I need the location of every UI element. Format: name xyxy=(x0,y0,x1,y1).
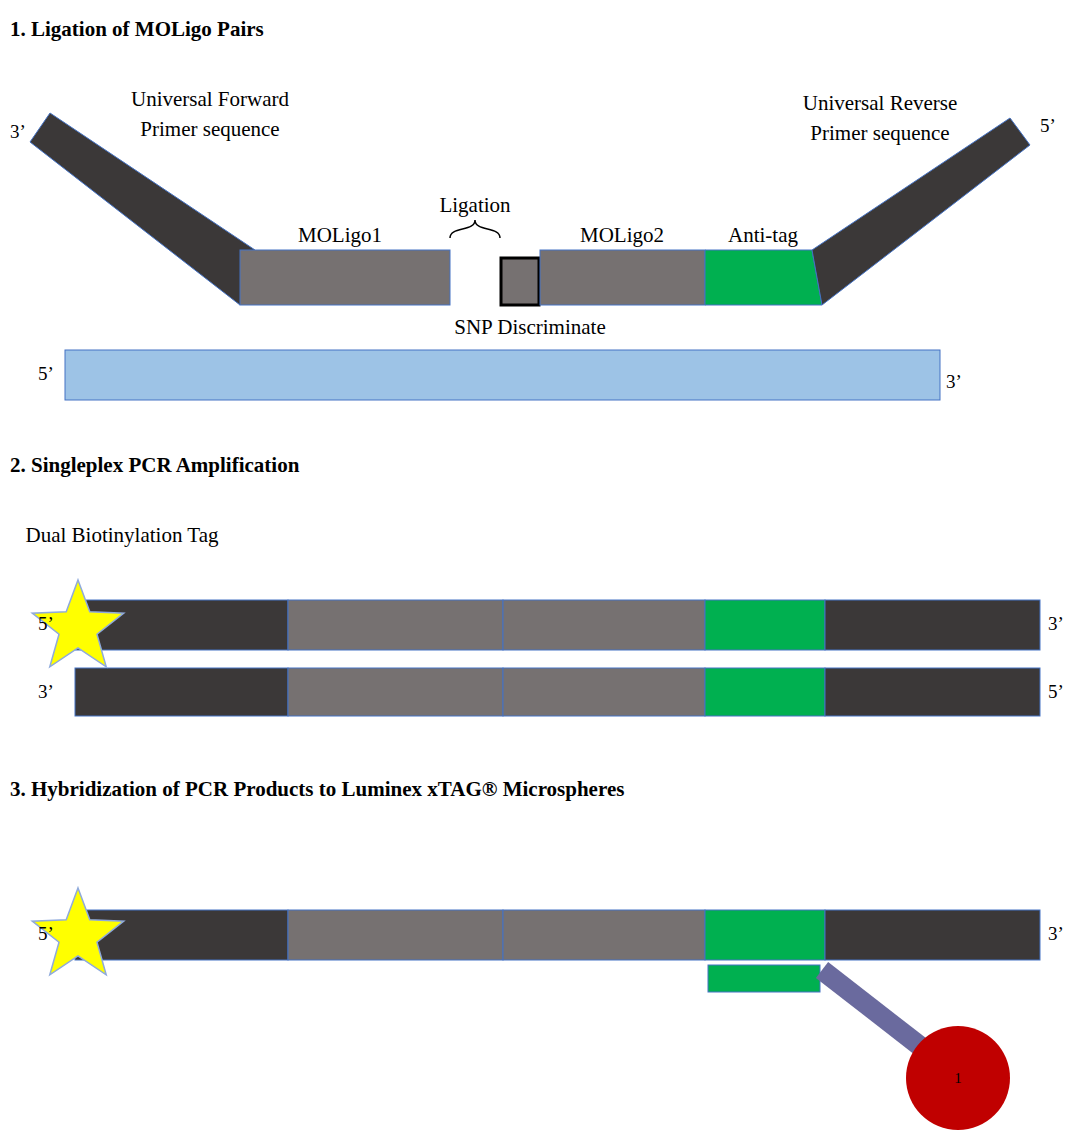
part-label: Ligation xyxy=(430,190,520,220)
strand-end-label: 3’ xyxy=(38,678,54,706)
hybrid-strand xyxy=(75,910,1040,960)
anti-tag-bar xyxy=(705,250,822,305)
section-heading: 1. Ligation of MOLigo Pairs xyxy=(10,14,264,44)
bead-tag xyxy=(708,965,820,992)
callout-number: 1 xyxy=(954,1070,962,1087)
ligation-bracket xyxy=(450,220,500,238)
bead-linker xyxy=(822,970,925,1050)
strand-end-label: 3’ xyxy=(1048,920,1064,948)
strand-end-label: 3’ xyxy=(10,118,26,146)
part-label: MOLigo1 xyxy=(290,220,390,250)
top-strand xyxy=(75,600,1040,650)
strand-end-label: 5’ xyxy=(1040,112,1056,140)
snp-box xyxy=(501,258,539,305)
reverse-primer-arm xyxy=(812,118,1030,305)
strand-end-label: 3’ xyxy=(946,368,962,396)
forward-primer-arm xyxy=(30,113,255,305)
bottom-strand xyxy=(75,668,1040,716)
template-strand xyxy=(65,350,940,400)
part-label: MOLigo2 xyxy=(572,220,672,250)
part-label: SNP Discriminate xyxy=(430,312,630,342)
moligo1-bar xyxy=(240,250,450,305)
part-label: Universal Forward Primer sequence xyxy=(110,84,310,145)
part-label: Anti-tag xyxy=(718,220,808,250)
biotin-star xyxy=(32,888,123,975)
strand-end-label: 3’ xyxy=(1048,610,1064,638)
part-label: Universal Reverse Primer sequence xyxy=(780,88,980,149)
strand-end-label: 5’ xyxy=(38,610,54,638)
section-heading: 2. Singleplex PCR Amplification xyxy=(10,450,299,480)
moligo2-bar xyxy=(540,250,705,305)
section-heading: 3. Hybridization of PCR Products to Lumi… xyxy=(10,774,624,804)
biotin-star xyxy=(32,580,123,667)
microsphere-bead: 1 xyxy=(906,1026,1010,1130)
strand-end-label: 5’ xyxy=(1048,678,1064,706)
part-label: Dual Biotinylation Tag xyxy=(12,520,232,550)
strand-end-label: 5’ xyxy=(38,360,54,388)
strand-end-label: 5’ xyxy=(38,920,54,948)
